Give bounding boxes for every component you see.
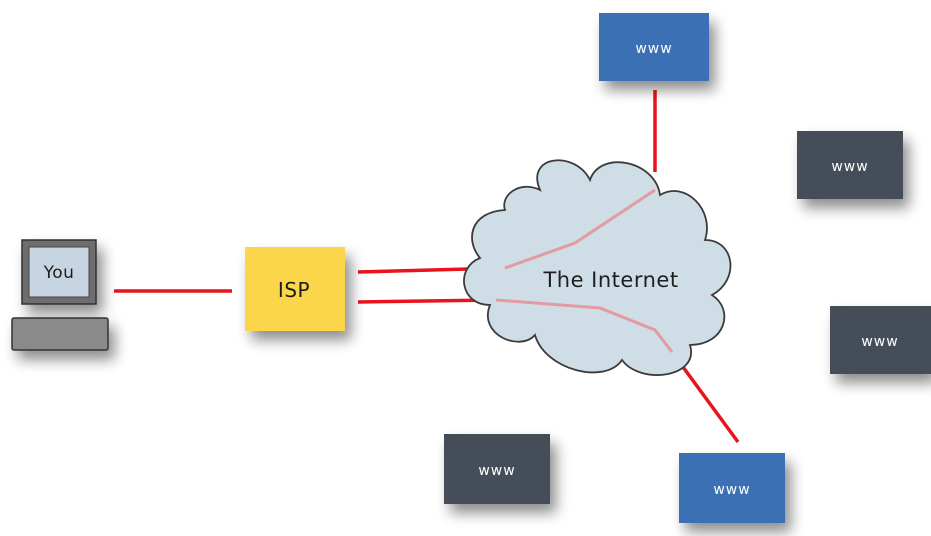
internet-cloud: The Internet bbox=[463, 159, 732, 376]
www-server-bottom-left: www bbox=[444, 434, 550, 504]
server-box bbox=[830, 306, 931, 374]
server-box bbox=[679, 453, 785, 523]
server-label: www bbox=[478, 463, 515, 479]
server-box bbox=[797, 131, 903, 199]
www-server-lower-right: www bbox=[830, 306, 931, 374]
www-server-bottom: www bbox=[679, 453, 785, 523]
server-label: www bbox=[635, 41, 672, 57]
server-box bbox=[599, 13, 709, 81]
isp-note bbox=[245, 247, 345, 331]
route-lower bbox=[495, 298, 674, 353]
www-server-upper-right: www bbox=[797, 131, 903, 199]
isp-label: ISP bbox=[278, 278, 310, 302]
server-label: www bbox=[861, 334, 898, 350]
server-box bbox=[444, 434, 550, 504]
cloud-label: The Internet bbox=[542, 268, 678, 292]
server-label: www bbox=[831, 159, 868, 175]
cloud-shape bbox=[463, 159, 732, 376]
your-computer: You bbox=[11, 239, 109, 351]
keyboard bbox=[11, 317, 109, 351]
isp-box: ISP bbox=[245, 247, 345, 331]
route-upper bbox=[504, 188, 656, 270]
server-label: www bbox=[713, 482, 750, 498]
computer-label: You bbox=[43, 263, 75, 283]
monitor-screen bbox=[28, 246, 90, 298]
www-server-top: www bbox=[599, 13, 709, 81]
